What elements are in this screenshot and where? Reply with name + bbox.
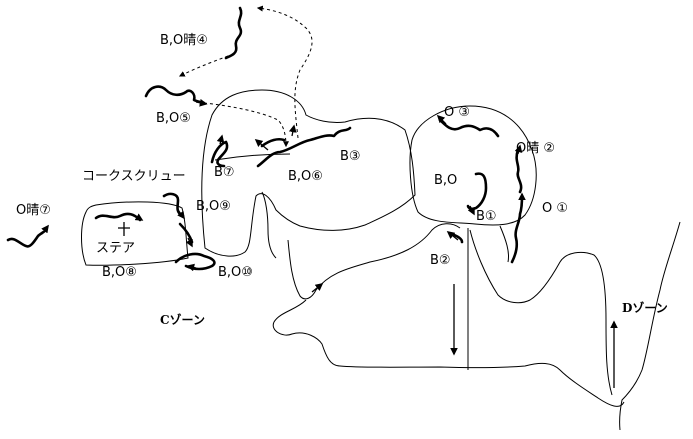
stair-pool-outline bbox=[81, 201, 189, 266]
right-channel-outline bbox=[469, 229, 613, 396]
fish-tracks bbox=[6, 6, 524, 271]
label-o-1: O ① bbox=[542, 201, 568, 216]
direction-arrows bbox=[41, 98, 618, 388]
label-b-o: B,O bbox=[434, 173, 457, 188]
track-o-1 bbox=[510, 194, 524, 264]
label-b-o-10: B,O⑩ bbox=[218, 265, 253, 280]
arrow-b-3 bbox=[288, 124, 297, 137]
track-b-o-5 bbox=[144, 85, 206, 105]
label-b-2: B② bbox=[430, 253, 451, 268]
label-c-zone: Cゾーン bbox=[160, 312, 205, 327]
right-rock-base bbox=[499, 225, 509, 263]
lower-bay-outline bbox=[272, 299, 625, 407]
arrow-lower-reef bbox=[311, 283, 324, 293]
arrow-b-o-9 bbox=[185, 237, 193, 248]
arrow-o-2 bbox=[514, 144, 523, 155]
central-gap-left bbox=[261, 191, 277, 259]
track-b-o-8 bbox=[174, 252, 216, 271]
arrow-b-o-8 bbox=[186, 263, 197, 272]
label-b-3: B③ bbox=[340, 149, 361, 164]
label-b-7: B⑦ bbox=[214, 165, 235, 180]
track-b-3 bbox=[260, 137, 286, 148]
terrain-outline bbox=[81, 89, 681, 431]
label-b-o-5: B,O⑤ bbox=[156, 111, 191, 126]
d-zone-channel-right bbox=[619, 221, 681, 431]
arrow-stair bbox=[131, 213, 144, 221]
arrow-o-3 bbox=[436, 114, 447, 125]
label-o-3: O ③ bbox=[444, 105, 470, 120]
track-b-7 bbox=[210, 140, 229, 168]
arrow-b-2 bbox=[446, 231, 459, 241]
label-b-o-9: B,O⑨ bbox=[196, 199, 231, 214]
label-stair: ステア bbox=[96, 241, 135, 256]
track-b-1 bbox=[466, 172, 488, 211]
label-b-o-8: B,O⑧ bbox=[102, 265, 137, 280]
central-rock-outline bbox=[201, 89, 416, 257]
track-o-hare-7 bbox=[6, 228, 48, 248]
map-labels: B,O晴④ B,O⑤ O ③ O晴 ② B③ B⑦ B,O⑥ B,O O ① B… bbox=[16, 33, 668, 327]
b7-shelf-line bbox=[214, 153, 291, 161]
arrow-b-o-6 bbox=[254, 139, 269, 151]
stair-marker-line bbox=[118, 222, 130, 236]
track-b-2 bbox=[450, 232, 464, 244]
label-b-1: B① bbox=[476, 209, 497, 224]
arrow-b-7 bbox=[216, 134, 225, 145]
arrow-corkscrew bbox=[177, 209, 185, 220]
label-o-hare-7: O晴⑦ bbox=[16, 203, 51, 218]
track-o-2 bbox=[515, 148, 523, 194]
dashed-routes bbox=[178, 5, 313, 148]
label-o-hare-2: O晴 ② bbox=[516, 141, 555, 156]
label-b-o-6: B,O⑥ bbox=[288, 169, 323, 184]
dashed-route-b-o-4 bbox=[178, 55, 229, 77]
track-b-o-4 bbox=[224, 6, 243, 60]
arrow-o-hare-7 bbox=[41, 224, 49, 235]
label-d-zone: Dゾーン bbox=[622, 300, 668, 315]
label-corkscrew: コークスクリュー bbox=[82, 169, 186, 184]
right-rock-outline bbox=[409, 105, 537, 226]
label-b-o-4: B,O晴④ bbox=[160, 33, 208, 48]
track-b-o-6 bbox=[256, 126, 352, 168]
arrow-b-o-5 bbox=[195, 98, 208, 107]
dashed-route-top-right bbox=[256, 5, 313, 139]
arrow-b-1 bbox=[467, 205, 475, 216]
track-o-3 bbox=[438, 118, 500, 138]
lower-reef-outline bbox=[287, 223, 461, 300]
